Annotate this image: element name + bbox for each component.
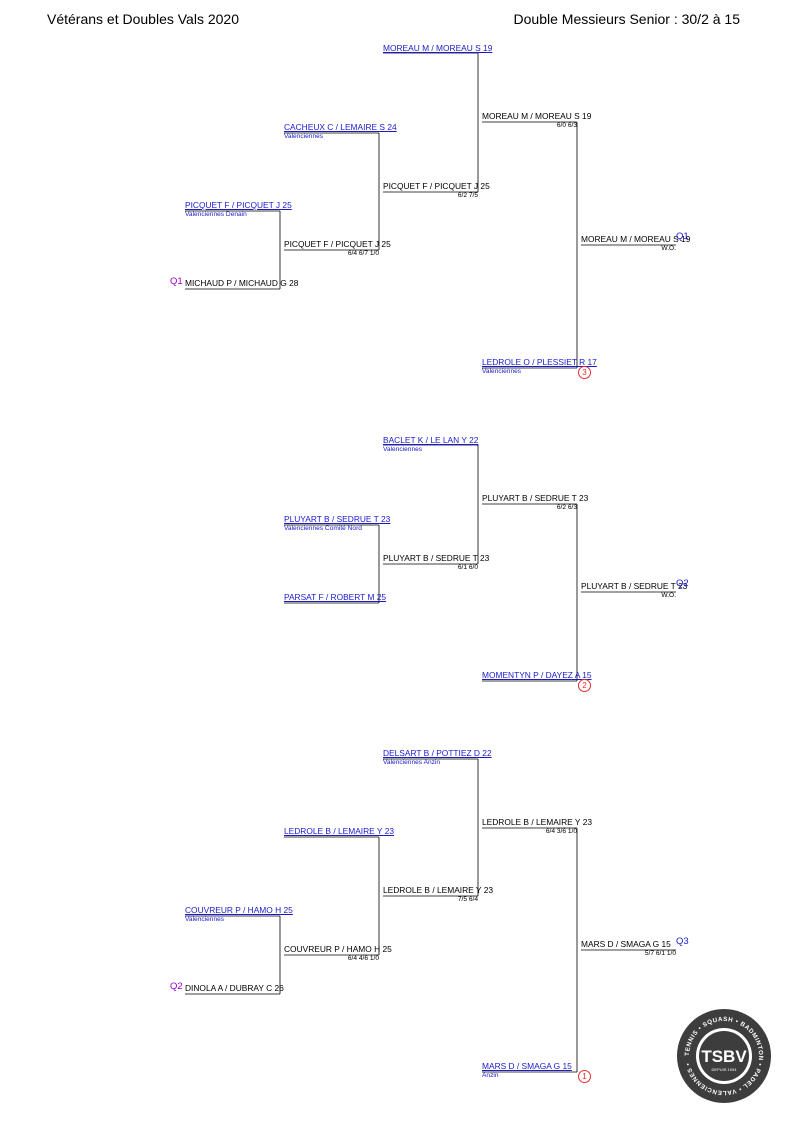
result-score: 6/4 4/6 1/0: [347, 955, 379, 962]
qualifier-out-tag: Q3: [676, 936, 689, 947]
tsbv-logo: TENNIS • SQUASH • BADMINTON • PADEL • VA…: [677, 1009, 771, 1103]
entry-club: Valenciennes: [383, 446, 423, 453]
result-score: 5/7 6/1 1/0: [644, 950, 676, 957]
entry-club: Valenciennes: [284, 133, 324, 140]
result-score: 6/4 3/6 1/0: [545, 828, 577, 835]
entry-name[interactable]: LEDROLE O / PLESSIET R 17: [482, 357, 597, 367]
entry-club: Valenciennes Comité Nord: [284, 525, 362, 532]
result-score: 6/0 6/3: [556, 122, 577, 129]
entry-name[interactable]: LEDROLE B / LEMAIRE Y 23: [284, 826, 395, 836]
result-name: COUVREUR P / HAMO H 25: [284, 944, 392, 954]
result-name: PLUYART B / SEDRUE T 23: [383, 553, 490, 563]
result-name: PICQUET F / PICQUET J 25: [284, 239, 391, 249]
entry-club: Valenciennes Denain: [185, 211, 247, 218]
result-name: MOREAU M / MOREAU S 19: [482, 111, 592, 121]
result-score: 6/1 6/0: [457, 564, 478, 571]
result-score: W.O.: [661, 245, 676, 252]
seed-badge: 1: [578, 1070, 591, 1083]
entry-name: DINOLA A / DUBRAY C 26: [185, 983, 284, 993]
entry-club: Anzin: [482, 1072, 499, 1079]
entry-name[interactable]: MOMENTYN P / DAYEZ A 15: [482, 670, 592, 680]
entry-club: Valenciennes Anzin: [383, 759, 441, 766]
entry-name[interactable]: PICQUET F / PICQUET J 25: [185, 200, 292, 210]
entry-name[interactable]: DELSART B / POTTIEZ D 22: [383, 748, 492, 758]
logo-text: TSBV: [701, 1047, 747, 1066]
entry-name[interactable]: BACLET K / LE LAN Y 22: [383, 435, 479, 445]
entry-name[interactable]: PLUYART B / SEDRUE T 23: [284, 514, 391, 524]
result-name: PLUYART B / SEDRUE T 23: [482, 493, 589, 503]
qualifier-out-tag: Q1: [676, 231, 689, 242]
qualifier-out-tag: Q2: [676, 578, 689, 589]
tournament-title: Vétérans et Doubles Vals 2020: [47, 11, 239, 27]
result-name: PLUYART B / SEDRUE T 23: [581, 581, 688, 591]
result-score: 6/2 6/3: [556, 504, 577, 511]
entry-name[interactable]: PARSAT F / ROBERT M 25: [284, 592, 387, 602]
result-score: 6/4 6/7 1/0: [347, 250, 379, 257]
result-score: 6/2 7/5: [457, 192, 478, 199]
entry-name[interactable]: CACHEUX C / LEMAIRE S 24: [284, 122, 397, 132]
result-name: LEDROLE B / LEMAIRE Y 23: [482, 817, 593, 827]
entry-name[interactable]: MOREAU M / MOREAU S 19: [383, 43, 493, 53]
entry-club: Valenciennes: [482, 368, 522, 375]
result-name: LEDROLE B / LEMAIRE Y 23: [383, 885, 494, 895]
seed-badge: 3: [578, 366, 591, 379]
result-score: W.O.: [661, 592, 676, 599]
seed-badge: 2: [578, 679, 591, 692]
qualifier-tag: Q1: [170, 276, 183, 287]
entry-name[interactable]: COUVREUR P / HAMO H 25: [185, 905, 293, 915]
entry-club: Valenciennes: [185, 916, 225, 923]
qualifier-tag: Q2: [170, 981, 183, 992]
result-name: PICQUET F / PICQUET J 25: [383, 181, 490, 191]
result-score: 7/5 6/4: [457, 896, 478, 903]
result-name: MOREAU M / MOREAU S 19: [581, 234, 691, 244]
entry-name[interactable]: MARS D / SMAGA G 15: [482, 1061, 572, 1071]
category-title: Double Messieurs Senior : 30/2 à 15: [513, 11, 740, 27]
entry-name: MICHAUD P / MICHAUD G 28: [185, 278, 299, 288]
result-name: MARS D / SMAGA G 15: [581, 939, 671, 949]
logo-since: DEPUIS 1934: [712, 1067, 738, 1072]
